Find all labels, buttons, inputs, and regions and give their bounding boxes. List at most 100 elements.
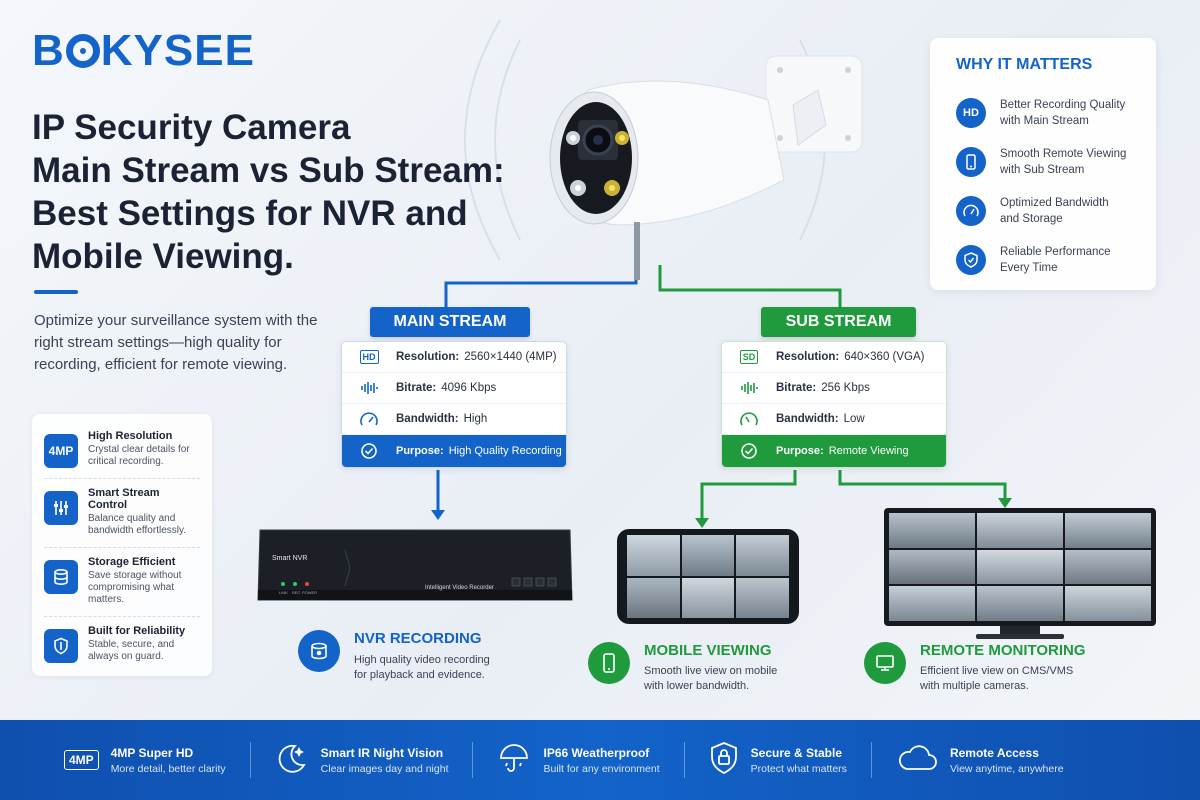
- monitor-icon: [864, 642, 906, 684]
- footer-divider: [249, 742, 251, 778]
- purpose-label: Purpose:: [776, 445, 824, 457]
- smartphone-icon: [588, 642, 630, 684]
- nvr-device-image: Smart NVR LINK REC POWER Intelligent Vid…: [257, 529, 573, 601]
- caption-title: NVR RECORDING: [354, 630, 482, 647]
- footer-title: Secure & Stable: [750, 745, 843, 760]
- bandwidth-row: Bandwidth: High: [342, 404, 566, 435]
- sliders-icon: [44, 491, 78, 525]
- monitor-stand: [1000, 626, 1040, 634]
- page-title: IP Security Camera Main Stream vs Sub St…: [32, 106, 512, 278]
- footer-title: IP66 Weatherproof: [543, 745, 650, 760]
- bandwidth-value: Low: [843, 413, 865, 425]
- waveform-icon: [736, 381, 762, 395]
- footer-divider: [683, 742, 685, 778]
- why-item: HD Better Recording Quality with Main Str…: [956, 88, 1138, 137]
- purpose-label: Purpose:: [396, 445, 444, 457]
- why-text-line: Smooth Remote Viewing: [1000, 147, 1127, 160]
- footer-desc: More detail, better clarity: [110, 762, 226, 775]
- main-stream-title: MAIN STREAM: [370, 307, 530, 337]
- 4mp-badge-icon: 4MP: [44, 434, 78, 468]
- bitrate-value: 256 Kbps: [821, 382, 870, 394]
- bitrate-label: Bitrate:: [776, 382, 817, 394]
- title-line-1: IP Security Camera: [32, 108, 351, 147]
- why-item: Optimized Bandwidth and Storage: [956, 186, 1138, 235]
- footer-title: Smart IR Night Vision: [320, 745, 444, 760]
- why-it-matters-card: WHY IT MATTERS HD Better Recording Quali…: [930, 38, 1156, 290]
- why-text-line: Every Time: [1000, 261, 1058, 274]
- bullet-camera-image: [549, 55, 863, 280]
- purpose-value: Remote Viewing: [828, 445, 909, 457]
- purpose-value: High Quality Recording: [448, 445, 562, 457]
- nvr-recording-caption: NVR RECORDING High quality video recordi…: [298, 630, 528, 683]
- mobile-viewing-caption: MOBILE VIEWING Smooth live view on mobil…: [588, 642, 818, 694]
- monitor-arrow: [838, 470, 1007, 500]
- phone-image: [617, 529, 799, 624]
- caption-title: REMOTE MONITORING: [920, 642, 1086, 659]
- feature-title: Built for Reliability: [88, 625, 186, 637]
- footer-divider: [870, 742, 872, 778]
- monitor-base: [976, 634, 1064, 639]
- why-text-line: Better Recording Quality: [1000, 98, 1126, 111]
- bitrate-row: Bitrate: 256 Kbps: [722, 373, 946, 404]
- check-circle-icon: [356, 443, 382, 459]
- nvr-led-label: POWER: [302, 590, 317, 595]
- waveform-icon: [356, 381, 382, 395]
- bandwidth-label: Bandwidth:: [776, 413, 839, 425]
- monitor-image: [884, 508, 1156, 626]
- feature-title: Smart Stream Control: [88, 487, 160, 511]
- footer-divider: [472, 742, 474, 778]
- main-stream-card: HD Resolution:2560×1440 (4MP) Bitrate:40…: [341, 341, 567, 468]
- resolution-row: SD Resolution:640×360 (VGA): [722, 342, 946, 373]
- remote-monitoring-caption: REMOTE MONITORING Efficient live view on…: [864, 642, 1094, 694]
- why-text-line: with Sub Stream: [1000, 163, 1085, 176]
- sub-stream-title: SUB STREAM: [761, 307, 916, 337]
- footer-desc: Clear images day and night: [320, 762, 449, 775]
- nvr-device-label: Intelligent Video Recorder: [425, 585, 494, 591]
- gauge-icon: [956, 195, 986, 226]
- logo-eye-icon: [65, 34, 100, 68]
- nvr-led-label: REC: [292, 590, 301, 595]
- hd-icon: HD: [956, 97, 986, 128]
- bandwidth-value: High: [463, 413, 488, 425]
- why-text-line: and Storage: [1000, 212, 1063, 225]
- logo-text-end: KYSEE: [100, 26, 255, 75]
- resolution-value: 640×360 (VGA): [844, 351, 925, 363]
- purpose-bar: Purpose: Remote Viewing: [722, 435, 946, 467]
- bitrate-value: 4096 Kbps: [441, 382, 497, 394]
- nvr-disk-icon: [298, 630, 340, 672]
- bitrate-row: Bitrate:4096 Kbps: [342, 373, 566, 404]
- caption-desc: with lower bandwidth.: [644, 680, 750, 692]
- why-text-line: with Main Stream: [1000, 114, 1089, 127]
- feature-desc: Balance quality and bandwidth effortless…: [88, 513, 187, 536]
- bandwidth-row: Bandwidth: Low: [722, 404, 946, 435]
- cloud-icon: [896, 743, 938, 778]
- feature-title: Storage Efficient: [88, 556, 176, 568]
- lock-shield-icon: [709, 741, 739, 780]
- purpose-bar: Purpose: High Quality Recording: [342, 435, 566, 467]
- check-circle-icon: [736, 443, 762, 459]
- shield-icon: [44, 629, 78, 663]
- caption-desc: with multiple cameras.: [920, 680, 1029, 692]
- resolution-label: Resolution:: [776, 351, 840, 363]
- bandwidth-label: Bandwidth:: [396, 413, 459, 425]
- sub-stream-card: SD Resolution:640×360 (VGA) Bitrate:256 …: [721, 341, 947, 468]
- resolution-row: HD Resolution:2560×1440 (4MP): [342, 342, 566, 373]
- feature-desc: Crystal clear details for critical recor…: [88, 444, 190, 467]
- footer-desc: Protect what matters: [750, 762, 847, 775]
- title-line-4: Mobile Viewing.: [32, 237, 294, 276]
- 4mp-badge-icon: 4MP: [64, 750, 99, 770]
- moon-stars-icon: [275, 741, 309, 780]
- feature-desc: Save storage without compromising what m…: [88, 570, 182, 605]
- caption-desc: Smooth live view on mobile: [644, 665, 778, 677]
- gauge-icon: [356, 411, 382, 427]
- footer-title: Remote Access: [949, 745, 1039, 760]
- why-text-line: Optimized Bandwidth: [1000, 196, 1109, 209]
- logo-text-start: B: [32, 26, 65, 75]
- brand-logo: B KYSEE: [32, 26, 255, 76]
- feature-desc: Stable, secure, and always on guard.: [88, 639, 175, 662]
